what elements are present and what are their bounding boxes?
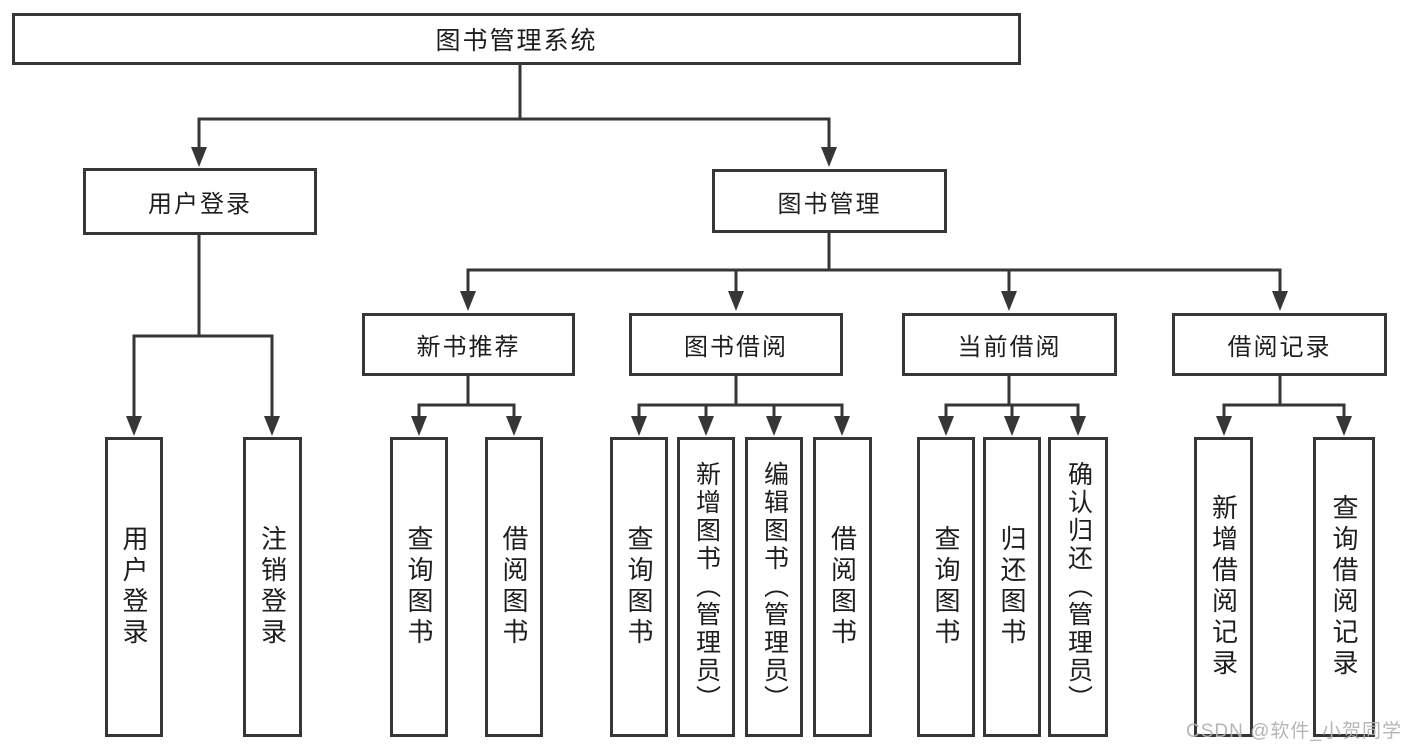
- leaf-edit-books-admin-label: 编辑图书（管理员）: [760, 461, 789, 713]
- leaf-edit-books-admin: 编辑图书（管理员）: [745, 437, 803, 737]
- leaf-confirm-return-admin-label: 确认归还（管理员）: [1064, 461, 1093, 713]
- leaf-add-books-admin-label: 新增图书（管理员）: [692, 461, 721, 713]
- leaf-query-borrow-record: 查询借阅记录: [1313, 437, 1375, 737]
- node-current-borrow: 当前借阅: [902, 313, 1117, 376]
- leaf-confirm-return-admin: 确认归还（管理员）: [1048, 437, 1108, 737]
- leaf-add-borrow-record: 新增借阅记录: [1194, 437, 1253, 737]
- leaf-borrow-books-1: 借阅图书: [485, 437, 543, 737]
- node-book-management: 图书管理: [712, 169, 947, 233]
- leaf-query-books-2-label: 查询图书: [624, 525, 654, 649]
- leaf-add-borrow-record-label: 新增借阅记录: [1208, 494, 1239, 680]
- node-new-book-recommend: 新书推荐: [362, 313, 575, 376]
- leaf-borrow-books-2-label: 借阅图书: [827, 525, 858, 649]
- leaf-return-books-label: 归还图书: [997, 525, 1027, 649]
- node-borrow-records: 借阅记录: [1172, 313, 1387, 376]
- leaf-borrow-books-2: 借阅图书: [813, 437, 872, 737]
- leaf-query-books-2: 查询图书: [610, 437, 668, 737]
- leaf-logout: 注销登录: [243, 437, 302, 737]
- leaf-query-books-1: 查询图书: [390, 437, 448, 737]
- leaf-user-login-label: 用户登录: [119, 525, 149, 649]
- leaf-borrow-books-1-label: 借阅图书: [499, 525, 529, 649]
- node-root-system: 图书管理系统: [12, 13, 1021, 65]
- leaf-user-login: 用户登录: [105, 437, 163, 737]
- node-user-login: 用户登录: [83, 168, 317, 235]
- leaf-query-books-3: 查询图书: [917, 437, 975, 737]
- leaf-query-books-1-label: 查询图书: [404, 525, 434, 649]
- leaf-return-books: 归还图书: [983, 437, 1041, 737]
- leaf-logout-label: 注销登录: [257, 525, 288, 649]
- node-book-borrow: 图书借阅: [629, 313, 843, 376]
- leaf-add-books-admin: 新增图书（管理员）: [677, 437, 735, 737]
- leaf-query-borrow-record-label: 查询借阅记录: [1329, 494, 1359, 680]
- leaf-query-books-3-label: 查询图书: [931, 525, 961, 649]
- csdn-watermark: CSDN @软件_小贺同学: [1186, 721, 1402, 742]
